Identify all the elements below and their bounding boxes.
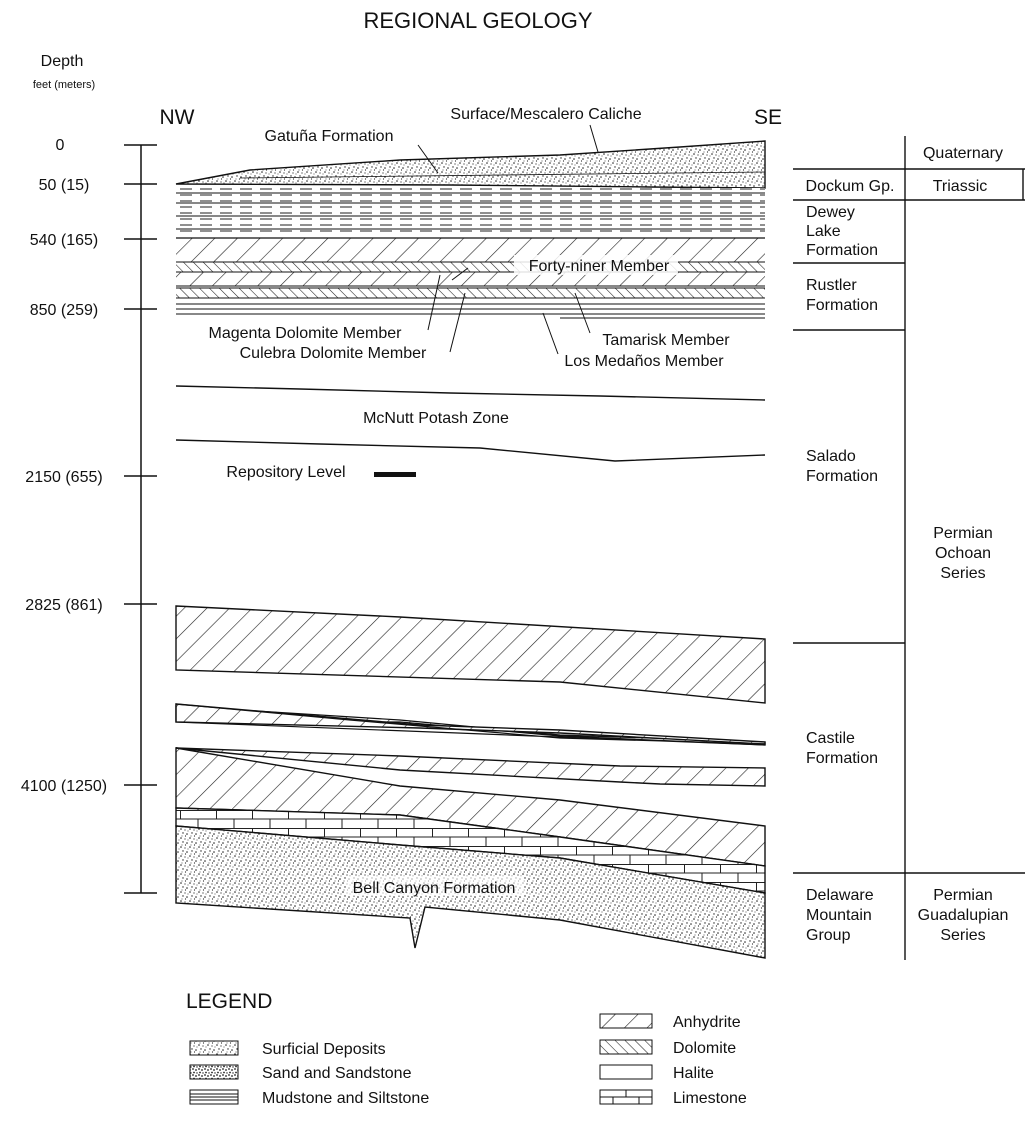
formation-dockum: Dockum Gp. [806, 178, 895, 195]
cross-section [175, 140, 766, 959]
label-repository-level: Repository Level [226, 464, 345, 481]
legend-swatch-mudstone [189, 1089, 239, 1105]
legend-swatch-limestone [599, 1089, 653, 1105]
legend-swatch-surficial [189, 1040, 239, 1056]
series-guadalupian-line1: Permian [933, 887, 993, 904]
label-mcnutt-potash: McNutt Potash Zone [363, 410, 509, 427]
series-ochoan-line3: Series [940, 565, 985, 582]
surficial-deposits-layer [175, 140, 766, 189]
legend-swatch-halite [599, 1064, 653, 1080]
legend-label-sand: Sand and Sandstone [262, 1065, 412, 1082]
formation-castile-line1: Castile [806, 730, 855, 747]
direction-se: SE [754, 106, 782, 129]
anhydrite-layer [175, 747, 766, 787]
label-forty-niner-member: Forty-niner Member [529, 258, 670, 275]
label-surface-caliche: Surface/Mescalero Caliche [450, 106, 641, 123]
series-quaternary: Quaternary [923, 145, 1003, 162]
legend-label-halite: Halite [673, 1065, 714, 1082]
depth-tick-label: 2150 (655) [25, 469, 102, 486]
series-guadalupian-line3: Series [940, 927, 985, 944]
formation-dewey-line2: Lake [806, 223, 841, 240]
mudstone-layer [176, 188, 765, 235]
series-guadalupian-line2: Guadalupian [918, 907, 1009, 924]
legend-title: LEGEND [186, 990, 272, 1013]
series-triassic: Triassic [933, 178, 988, 195]
dolomite-layer [176, 288, 765, 298]
depth-axis-label: Depth [41, 53, 84, 70]
legend-label-mudstone: Mudstone and Siltstone [262, 1090, 429, 1107]
series-ochoan-line1: Permian [933, 525, 993, 542]
formation-delaware-line3: Group [806, 927, 851, 944]
label-tamarisk-member: Tamarisk Member [602, 332, 730, 349]
depth-tick-label: 850 (259) [30, 302, 99, 319]
depth-tick-label: 50 (15) [39, 177, 90, 194]
stratigraphic-columns [793, 136, 1025, 960]
formation-rustler-line1: Rustler [806, 277, 857, 294]
legend-label-limestone: Limestone [673, 1090, 747, 1107]
legend-label-anhydrite: Anhydrite [673, 1014, 741, 1031]
legend: LEGEND Surficial Deposits Sand and Sands… [186, 990, 747, 1107]
legend-swatch-sand [189, 1064, 239, 1080]
anhydrite-layer [175, 703, 766, 746]
legend-swatch-anhydrite [599, 1013, 653, 1029]
anhydrite-layer [176, 272, 765, 286]
legend-label-surficial: Surficial Deposits [262, 1041, 386, 1058]
depth-tick-label: 2825 (861) [25, 597, 102, 614]
direction-nw: NW [160, 106, 195, 129]
depth-axis-units: feet (meters) [33, 79, 95, 91]
mcnutt-top-line [175, 385, 766, 401]
repository-level-marker [374, 472, 416, 477]
mcnutt-bottom-line [175, 439, 766, 462]
formation-salado-line2: Formation [806, 468, 878, 485]
legend-label-dolomite: Dolomite [673, 1040, 736, 1057]
label-culebra-dolomite: Culebra Dolomite Member [240, 345, 427, 362]
label-bell-canyon: Bell Canyon Formation [353, 880, 516, 897]
formation-rustler-line2: Formation [806, 297, 878, 314]
formation-delaware-line1: Delaware [806, 887, 874, 904]
formation-castile-line2: Formation [806, 750, 878, 767]
formation-salado-line1: Salado [806, 448, 856, 465]
label-los-medanos-member: Los Medaños Member [564, 353, 724, 370]
series-ochoan-line2: Ochoan [935, 545, 991, 562]
diagram-title: REGIONAL GEOLOGY [363, 8, 592, 33]
depth-tick-label: 0 [56, 137, 65, 154]
depth-tick-label: 4100 (1250) [21, 778, 107, 795]
formation-dewey-line3: Formation [806, 242, 878, 259]
depth-tick-label: 540 (165) [30, 232, 99, 249]
formation-delaware-line2: Mountain [806, 907, 872, 924]
label-gatuna-formation: Gatuña Formation [265, 128, 394, 145]
label-magenta-dolomite: Magenta Dolomite Member [209, 325, 403, 342]
anhydrite-layer [175, 605, 766, 704]
legend-swatch-dolomite [599, 1039, 653, 1055]
dolomite-layer [176, 262, 765, 272]
formation-dewey-line1: Dewey [806, 204, 855, 221]
depth-axis [124, 144, 157, 894]
